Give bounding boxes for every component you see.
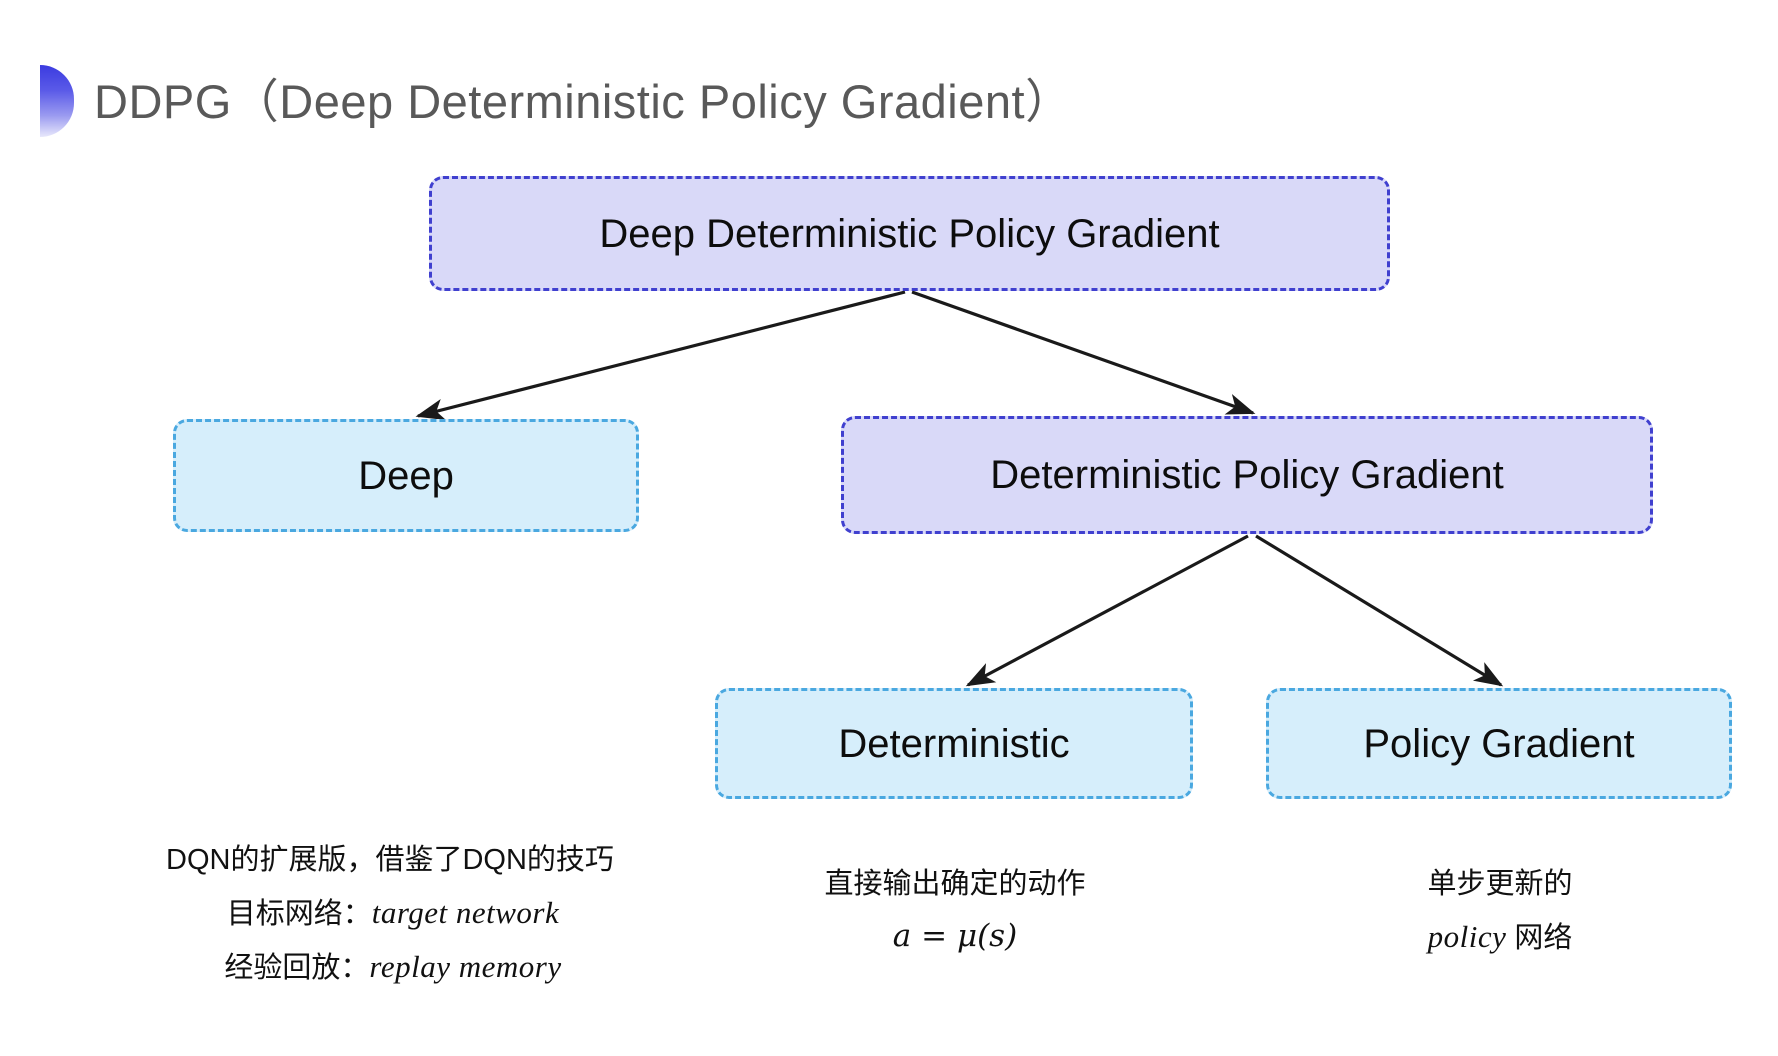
edge-dpg-to-policy-gradient xyxy=(1255,534,1504,687)
caption-deterministic-line1: 直接输出确定的动作 xyxy=(824,868,1086,900)
node-policy-gradient[interactable]: Policy Gradient xyxy=(1266,688,1732,799)
caption-deep-line2: 目标网络：target network xyxy=(110,886,670,940)
node-label: Deep xyxy=(358,453,454,498)
caption-deep: DQN的扩展版，借鉴了DQN的技巧 目标网络：target network 经验… xyxy=(110,836,670,994)
edge-root-to-dpg xyxy=(911,290,1256,415)
node-label: Policy Gradient xyxy=(1363,721,1635,766)
caption-policy-gradient-line2: policy 网络 xyxy=(1270,910,1730,964)
page-title: DDPG（Deep Deterministic Policy Gradient） xyxy=(40,62,1073,140)
node-label: Deterministic xyxy=(838,721,1070,766)
node-label: Deep Deterministic Policy Gradient xyxy=(599,211,1220,256)
caption-policy-gradient-line1: 单步更新的 xyxy=(1427,868,1573,900)
caption-policy-gradient: 单步更新的 policy 网络 xyxy=(1270,860,1730,964)
caption-deep-line3-label: 经验回放： xyxy=(224,951,370,984)
edge-root-to-deep xyxy=(415,290,906,421)
caption-deep-line3: 经验回放：replay memory xyxy=(110,940,670,994)
caption-policy-gradient-term: policy xyxy=(1427,918,1507,954)
caption-deterministic-formula: a = μ(s) xyxy=(892,917,1018,954)
caption-deep-line3-term: replay memory xyxy=(369,948,562,984)
node-label: Deterministic Policy Gradient xyxy=(990,453,1504,497)
caption-policy-gradient-suffix: 网络 xyxy=(1506,921,1573,954)
node-deterministic[interactable]: Deterministic xyxy=(715,688,1193,799)
caption-deep-line2-term: target network xyxy=(371,894,560,930)
caption-deep-line1: DQN的扩展版，借鉴了DQN的技巧 xyxy=(166,844,614,876)
node-deep-deterministic-policy-gradient[interactable]: Deep Deterministic Policy Gradient xyxy=(429,176,1390,291)
node-deterministic-policy-gradient[interactable]: Deterministic Policy Gradient xyxy=(841,416,1653,534)
title-bullet-icon xyxy=(40,65,74,137)
edge-dpg-to-deterministic xyxy=(965,534,1249,687)
node-deep[interactable]: Deep xyxy=(173,419,639,532)
caption-deterministic: 直接输出确定的动作 a = μ(s) xyxy=(720,860,1190,963)
page-title-text: DDPG（Deep Deterministic Policy Gradient） xyxy=(94,74,1073,128)
caption-deep-line2-label: 目标网络： xyxy=(226,897,372,930)
